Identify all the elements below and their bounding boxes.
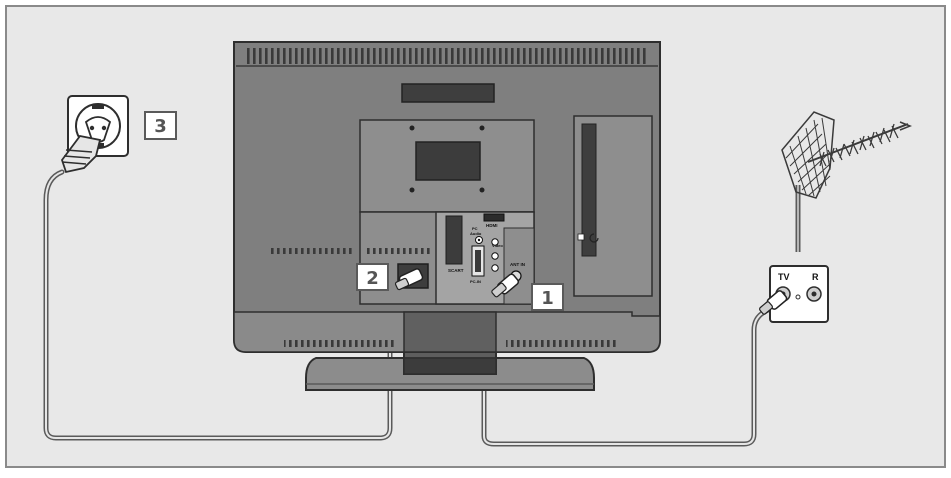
card-slot	[581, 123, 597, 257]
stand-front-strip	[403, 357, 497, 375]
pc-audio-label-1: PC	[472, 226, 478, 231]
video-label: Video	[492, 243, 503, 248]
radio-socket-label: R	[812, 272, 819, 282]
headphone-icon	[589, 233, 599, 243]
bottom-vents-right	[506, 340, 616, 347]
antenna-elements	[819, 123, 899, 167]
callout-2: 2	[356, 263, 389, 291]
scart-label: SCART	[448, 268, 464, 273]
hdmi-label: HDMI	[486, 223, 498, 228]
callout-2-label: 2	[366, 268, 379, 289]
scart-socket	[445, 215, 463, 265]
tv-antenna	[781, 111, 913, 252]
callout-1: 1	[531, 283, 564, 311]
label-plate	[415, 141, 481, 181]
antenna-boom	[807, 123, 909, 163]
side-vents-left	[270, 248, 354, 254]
callout-1-label: 1	[541, 288, 554, 309]
wall-antenna-socket: TV R	[759, 265, 829, 323]
callout-3: 3	[144, 111, 177, 140]
tv-socket-label: TV	[778, 272, 790, 282]
hdmi-socket	[483, 213, 505, 222]
bottom-vents-left	[284, 340, 394, 347]
power-plug-tv	[394, 268, 424, 291]
tv-rear-view: SCART HDMI PC Audio Video PC-IN ANT IN	[233, 41, 661, 391]
av-jack-3	[491, 264, 499, 272]
top-vents	[246, 48, 648, 64]
antenna-plug-tv	[491, 273, 520, 298]
callout-3-label: 3	[154, 116, 167, 137]
pc-in-label: PC-IN	[470, 279, 481, 284]
av-jack-2	[491, 252, 499, 260]
wall-power-outlet	[60, 95, 129, 174]
av-jack-1	[491, 238, 499, 246]
antenna-socket-plate	[769, 265, 829, 323]
pc-audio-label-2: Audio	[470, 231, 482, 236]
carry-handle	[401, 83, 495, 103]
ant-in-label: ANT IN	[510, 262, 525, 267]
